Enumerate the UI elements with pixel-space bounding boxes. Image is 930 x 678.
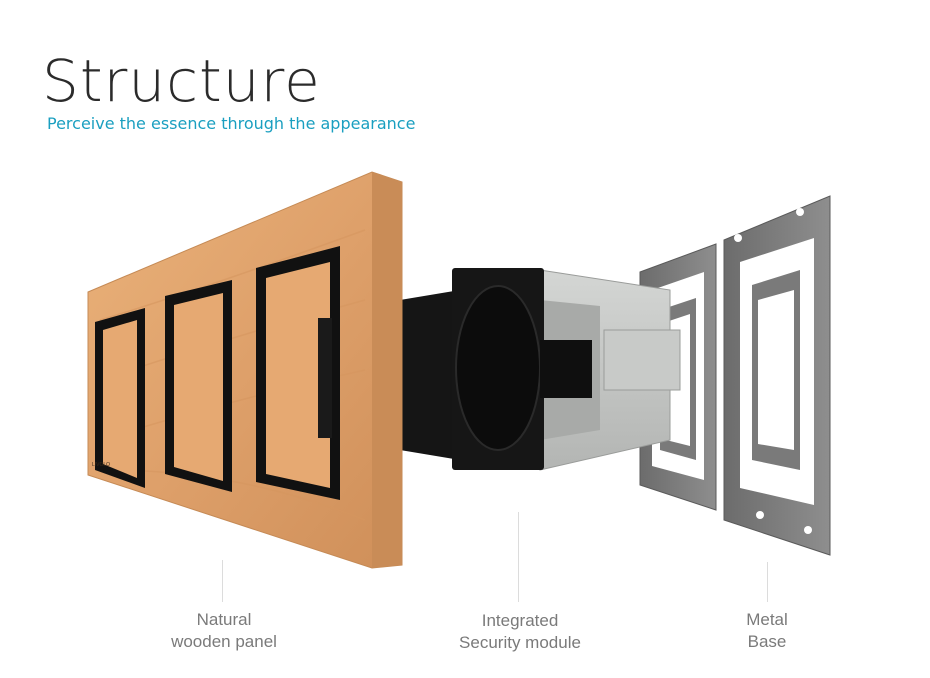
label-metal-base: Metal Base: [746, 610, 788, 651]
page-subtitle: Perceive the essence through the appeara…: [47, 114, 416, 133]
wooden-panel: [87, 171, 403, 569]
callout-line-panel: [222, 560, 223, 602]
label-wooden-panel: Natural wooden panel: [171, 610, 277, 651]
brand-mark: LIVOLO: [92, 462, 110, 468]
security-module: [400, 268, 681, 471]
label-security-module: Integrated Security module: [459, 611, 581, 652]
page-title: Structure: [42, 47, 321, 115]
callout-line-module: [518, 512, 519, 602]
callout-line-base: [767, 562, 768, 602]
